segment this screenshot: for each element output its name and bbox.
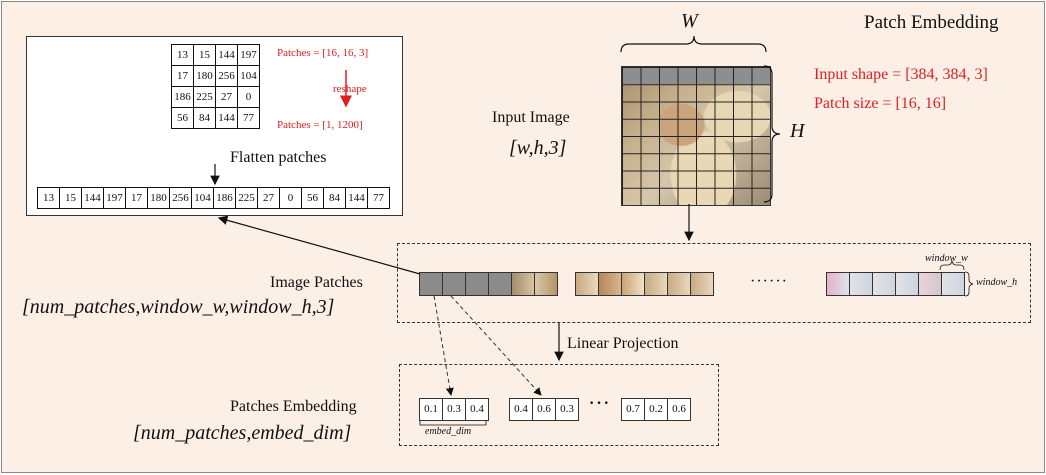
input-image-shape: [w,h,3] — [509, 137, 567, 159]
width-brace — [620, 35, 767, 53]
embedding-value: 0.4 — [470, 403, 484, 415]
patch-strip — [419, 272, 558, 296]
patch-grid-cell: 56 — [171, 107, 194, 129]
patch-strip — [575, 272, 714, 296]
patch-size-config: Patch size = [16, 16] — [814, 95, 947, 112]
patch-grid-cell: 104 — [237, 65, 260, 87]
reshape-label: reshape — [333, 83, 367, 95]
embedding-ellipsis: ··· — [589, 395, 612, 412]
patches-embedding-box — [399, 364, 719, 446]
image-patches-box — [397, 243, 1031, 323]
embedding-value: 0.2 — [645, 399, 668, 420]
patches-embedding-shape: [num_patches,embed_dim] — [133, 422, 352, 444]
window-w-brace — [939, 260, 965, 271]
window-h-brace — [964, 271, 974, 297]
embedding-value: 0.6 — [672, 403, 686, 415]
patch-grid-cell: 77 — [237, 107, 260, 129]
embed-dim-bracket — [419, 421, 487, 426]
embedding-value: 0.7 — [622, 399, 645, 420]
linear-projection-label: Linear Projection — [567, 335, 679, 352]
patch-grid-cell: 186 — [171, 86, 194, 108]
embedding-value: 0.3 — [443, 399, 466, 420]
patches-embedding-label: Patches Embedding — [230, 398, 357, 415]
flat-row-cell: 180 — [147, 187, 170, 209]
height-label: H — [790, 120, 805, 142]
flat-row-cell: 104 — [191, 187, 214, 209]
flat-row-cell: 186 — [213, 187, 236, 209]
embedding-value: 0.3 — [560, 403, 574, 415]
input-shape-config: Input shape = [384, 384, 3] — [814, 66, 988, 83]
input-image-label: Input Image — [492, 109, 570, 126]
flat-row-cell: 256 — [169, 187, 192, 209]
embedding-value: 0.6 — [533, 399, 556, 420]
patch-to-embed-arrow — [450, 295, 542, 396]
flatten-caption: Flatten patches — [230, 149, 327, 166]
patches-before-label: Patches = [16, 16, 3] — [277, 47, 369, 59]
patch-to-flatten-arrow — [217, 215, 421, 275]
embedding-value: 0.4 — [510, 399, 533, 420]
image-patches-label: Image Patches — [270, 274, 363, 291]
window-w-label: window_w — [925, 253, 968, 264]
flat-row-cell: 77 — [367, 187, 390, 209]
height-brace — [763, 65, 781, 203]
patch-to-embed-arrow — [433, 295, 454, 396]
input-image — [621, 66, 771, 206]
patches-ellipsis: ······ — [750, 273, 788, 290]
image-patches-shape: [num_patches,window_w,window_h,3] — [22, 296, 335, 318]
width-label: W — [681, 10, 698, 32]
flat-row-cell: 144 — [345, 187, 368, 209]
patches-after-label: Patches = [1, 1200] — [277, 119, 363, 131]
flat-row-cell: 197 — [103, 187, 126, 209]
patch-strip — [826, 272, 965, 296]
patch-grid-cell: 144 — [215, 107, 238, 129]
embed-dim-label: embed_dim — [425, 426, 472, 437]
diagram-title: Patch Embedding — [864, 12, 999, 33]
window-h-label: window_h — [976, 277, 1018, 288]
embedding-value: 0.1 — [420, 399, 443, 420]
